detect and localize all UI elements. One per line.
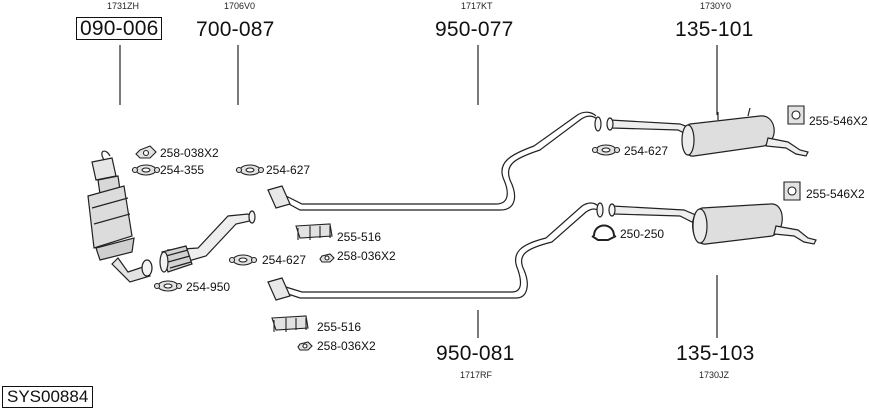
accessory-254-950[interactable]: 254-950 (186, 280, 231, 294)
nut-icon (297, 341, 313, 351)
system-code: SYS00884 (2, 386, 94, 408)
clamp-ring-icon (591, 224, 617, 241)
part-number-950-077[interactable]: 950-077 (435, 18, 514, 41)
intermediate-pipe-lower-drawing (267, 202, 604, 301)
accessory-258-038x2[interactable]: 258-038X2 (160, 146, 219, 160)
part-number-700-087[interactable]: 700-087 (196, 18, 275, 41)
accessory-254-627-c[interactable]: 254-627 (262, 253, 307, 267)
accessory-254-355[interactable]: 254-355 (160, 163, 205, 177)
accessory-255-516-a[interactable]: 255-516 (337, 230, 382, 244)
gasket-icon (591, 144, 621, 156)
rubber-mount-icon (787, 105, 805, 125)
ref-code-1731zh: 1731ZH (107, 1, 140, 11)
gasket-icon (153, 280, 183, 292)
intermediate-pipe-upper-drawing (267, 111, 602, 211)
clamp-icon (295, 223, 333, 240)
gasket-icon (235, 164, 265, 176)
rear-muffler-upper-drawing (606, 107, 809, 157)
part-number-135-101[interactable]: 135-101 (675, 18, 754, 41)
clamp-icon (271, 315, 309, 332)
front-pipe-drawing (159, 210, 256, 273)
ref-code-1730y0: 1730Y0 (700, 1, 732, 11)
part-number-950-081[interactable]: 950-081 (436, 342, 515, 365)
gasket-icon (131, 164, 161, 176)
accessory-255-516-b[interactable]: 255-516 (317, 320, 362, 334)
accessory-250-250[interactable]: 250-250 (620, 227, 665, 241)
ref-code-1730jz: 1730JZ (699, 370, 730, 380)
accessory-258-036x2-b[interactable]: 258-036X2 (317, 339, 376, 353)
ref-code-1717rf: 1717RF (460, 370, 493, 380)
accessory-255-546x2-b[interactable]: 255-546X2 (806, 187, 865, 201)
accessory-258-036x2-a[interactable]: 258-036X2 (337, 249, 396, 263)
gasket-icon (228, 254, 258, 266)
part-number-135-103[interactable]: 135-103 (676, 342, 755, 365)
ref-code-1706v0: 1706V0 (224, 1, 256, 11)
nut-icon (319, 253, 335, 263)
accessory-254-627-b[interactable]: 254-627 (624, 144, 669, 158)
catalytic-converter-drawing (87, 150, 153, 283)
rear-muffler-lower-drawing (608, 203, 817, 245)
accessory-254-627-a[interactable]: 254-627 (266, 163, 311, 177)
ref-code-1717kt: 1717KT (461, 1, 493, 11)
accessory-255-546x2-a[interactable]: 255-546X2 (809, 114, 868, 128)
rubber-mount-icon (783, 181, 801, 201)
nut-icon (135, 145, 157, 159)
part-number-090-006[interactable]: 090-006 (76, 17, 163, 40)
